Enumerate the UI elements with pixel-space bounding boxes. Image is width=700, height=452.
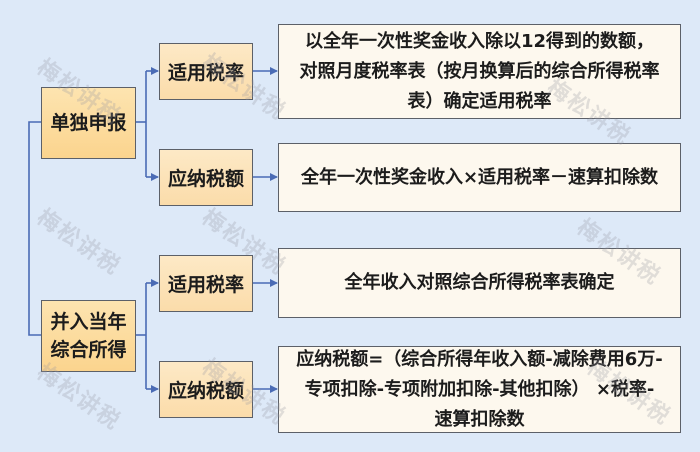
detail-text: 全年一次性奖金收入×适用税率－速算扣除数 — [300, 166, 659, 188]
detail-text: 全年收入对照综合所得税率表确定 — [344, 272, 615, 293]
node-separate-filing: 单独申报 — [41, 87, 136, 159]
node-combined-tax: 应纳税额 — [159, 361, 253, 418]
detail-combined-rate: 全年收入对照综合所得税率表确定 — [278, 248, 681, 318]
node-label: 适用税率 — [167, 274, 244, 296]
detail-separate-tax: 全年一次性奖金收入×适用税率－速算扣除数 — [278, 143, 681, 212]
detail-separate-rate: 以全年一次性奖金收入除以12得到的数额， 对照月度税率表（按月换算后的综合所得税… — [278, 24, 681, 119]
node-combined-income: 并入当年 综合所得 — [41, 300, 136, 372]
node-combined-rate: 适用税率 — [159, 255, 253, 312]
node-separate-tax: 应纳税额 — [159, 149, 253, 206]
node-label: 应纳税额 — [167, 168, 244, 190]
node-label: 并入当年 综合所得 — [50, 311, 127, 361]
node-label: 单独申报 — [50, 112, 127, 134]
detail-text: 应纳税额=（综合所得年收入额-减除费用6万- 专项扣除-专项附加扣除-其他扣除）… — [296, 348, 663, 430]
detail-combined-tax: 应纳税额=（综合所得年收入额-减除费用6万- 专项扣除-专项附加扣除-其他扣除）… — [278, 346, 681, 433]
node-separate-rate: 适用税率 — [159, 43, 253, 100]
detail-text: 以全年一次性奖金收入除以12得到的数额， 对照月度税率表（按月换算后的综合所得税… — [299, 30, 660, 112]
node-label: 适用税率 — [167, 62, 244, 84]
node-label: 应纳税额 — [167, 380, 244, 402]
